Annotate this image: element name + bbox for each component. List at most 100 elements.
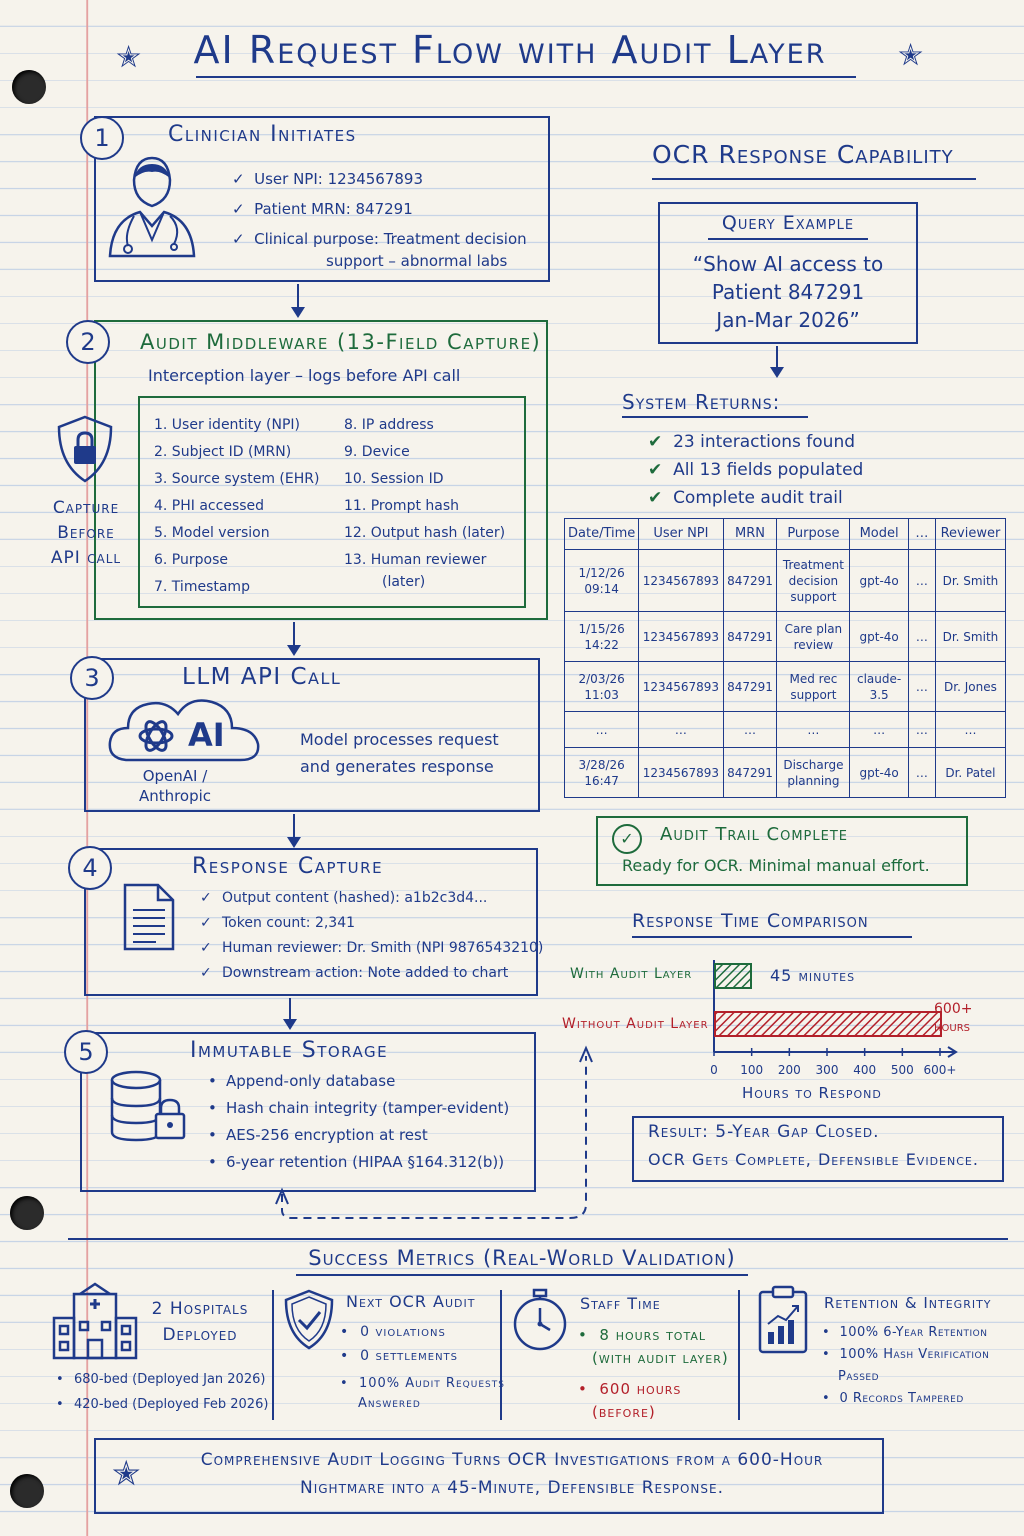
footer-box xyxy=(94,1438,884,1514)
append-only-item: Append-only database xyxy=(204,1072,509,1090)
check-icon: ✔ xyxy=(648,488,663,508)
hospital-icon xyxy=(52,1282,138,1360)
step4-title: Response Capture xyxy=(192,854,384,879)
result-line-1: Result: 5-Year Gap Closed. xyxy=(648,1122,880,1142)
field-7: 7. Timestamp xyxy=(154,579,250,595)
x-tick-label: 100 xyxy=(740,1063,763,1077)
col-model: Model xyxy=(849,518,909,550)
step2-box xyxy=(94,320,548,620)
category-without-label: Without Audit Layer xyxy=(562,1016,709,1032)
punch-hole-middle xyxy=(10,1196,44,1230)
metric3-title: Staff Time xyxy=(580,1294,661,1313)
metric-divider-2 xyxy=(500,1290,502,1420)
chart-title-underline xyxy=(632,936,912,938)
field-12: 12. Output hash (later) xyxy=(344,525,506,541)
query-text: “Show AI access to Patient 847291 Jan-Ma… xyxy=(692,252,884,332)
arrow-3-4 xyxy=(287,814,301,848)
query-title-underline xyxy=(708,238,868,240)
step3-title: LLM API Call xyxy=(182,664,342,690)
step1-item-npi: ✓ User NPI: 1234567893 xyxy=(232,170,424,188)
category-with-label: With Audit Layer xyxy=(570,966,693,982)
capture-before-label: Capture Before API call xyxy=(50,498,122,568)
ocr-heading: OCR Response Capability xyxy=(652,140,954,169)
hospital-420-item: 420-bed (Deployed Feb 2026) xyxy=(52,1397,268,1412)
x-tick-label: 600+ xyxy=(924,1063,957,1077)
hash-verification-item: • 100% Hash Verification xyxy=(822,1347,990,1362)
token-count-item: Token count: 2,341 xyxy=(200,915,543,931)
punch-hole-top xyxy=(12,70,46,104)
title-underline xyxy=(196,76,856,78)
step1-item-mrn: ✓ Patient MRN: 847291 xyxy=(232,200,413,218)
check-icon: ✔ xyxy=(648,432,663,452)
settlements-item: • 0 settlements xyxy=(340,1348,459,1364)
audit-results-table: Date/Time User NPI MRN Purpose Model … R… xyxy=(563,518,1007,798)
arrow-query-returns xyxy=(770,346,784,378)
field-9: 9. Device xyxy=(344,444,410,460)
value-label-without: 600+ hours xyxy=(934,1001,973,1035)
step1-item-purpose-cont: support – abnormal labs xyxy=(326,252,508,270)
retention-rate-item: • 100% 6-Year Retention xyxy=(822,1325,988,1340)
star-icon-left: ✭ xyxy=(116,40,142,75)
field-6: 6. Purpose xyxy=(154,552,228,568)
field-1: 1. User identity (NPI) xyxy=(154,417,301,433)
col-mrn: MRN xyxy=(722,518,778,550)
staff-time-before-note: (before) xyxy=(592,1403,656,1421)
step5-box xyxy=(80,1032,536,1192)
bar-with-audit-layer xyxy=(714,963,752,989)
field-2: 2. Subject ID (MRN) xyxy=(154,444,292,460)
encryption-item: AES-256 encryption at rest xyxy=(204,1126,509,1144)
x-tick-label: 0 xyxy=(710,1063,718,1077)
metric-divider-1 xyxy=(272,1290,274,1420)
system-returns-underline xyxy=(622,416,808,418)
metric3-items: • 8 hours total (with audit layer) • 600… xyxy=(578,1324,729,1424)
audit-requests-item: • 100% Audit Requests xyxy=(340,1376,505,1391)
staff-time-with-item: • 8 hours total xyxy=(578,1326,706,1344)
ai-cloud-icon xyxy=(108,699,260,762)
metrics-separator xyxy=(68,1238,1008,1240)
downstream-action-item: Downstream action: Note added to chart xyxy=(200,965,543,981)
shield-lock-icon xyxy=(57,415,113,483)
hospital-680-item: 680-bed (Deployed Jan 2026) xyxy=(52,1372,268,1387)
field-3: 3. Source system (EHR) xyxy=(154,471,320,487)
table-header-row: Date/Time User NPI MRN Purpose Model … R… xyxy=(563,518,1007,550)
check-icon: ✔ xyxy=(648,460,663,480)
col-purpose: Purpose xyxy=(776,518,851,550)
x-tick-label: 500 xyxy=(891,1063,914,1077)
clipboard-chart-icon xyxy=(758,1285,808,1354)
return-item-3: ✔ Complete audit trail xyxy=(648,488,843,508)
footer-text: Comprehensive Audit Logging Turns OCR In… xyxy=(200,1450,824,1498)
arrow-1-2 xyxy=(291,284,305,318)
human-reviewer-item: Human reviewer: Dr. Smith (NPI 987654321… xyxy=(200,940,543,956)
step3-box xyxy=(84,658,540,812)
metric2-title: Next OCR Audit xyxy=(346,1292,476,1311)
field-11: 11. Prompt hash xyxy=(344,498,460,514)
staff-time-before-item: • 600 hours xyxy=(578,1380,682,1398)
retention-item: 6-year retention (HIPAA §164.312(b)) xyxy=(204,1153,509,1171)
system-returns-list: ✔ 23 interactions found ✔ All 13 fields … xyxy=(648,428,863,512)
metric2-items: • 0 violations • 0 settlements • 100% Au… xyxy=(340,1320,505,1414)
hash-verification-cont: Passed xyxy=(838,1369,880,1384)
step1-number: 1 xyxy=(80,116,124,160)
step2-fields-left: 1. User identity (NPI) 2. Subject ID (MR… xyxy=(154,412,319,601)
clinician-icon xyxy=(108,156,196,258)
col-datetime: Date/Time xyxy=(563,518,640,550)
arrow-4-5 xyxy=(283,998,297,1030)
query-example-title: Query Example xyxy=(721,212,855,234)
step3-number: 3 xyxy=(70,656,114,700)
audit-complete-text: Ready for OCR. Minimal manual effort. xyxy=(622,856,930,875)
return-item-2: ✔ All 13 fields populated xyxy=(648,460,864,480)
step5-number: 5 xyxy=(64,1030,108,1074)
footer-star-icon: ✭ xyxy=(112,1454,141,1494)
step1-box xyxy=(94,116,550,282)
x-tick-label: 200 xyxy=(778,1063,801,1077)
table-row: … … … … … … … xyxy=(563,711,1007,748)
step2-fields-box xyxy=(138,396,526,608)
metric4-items: • 100% 6-Year Retention • 100% Hash Veri… xyxy=(822,1322,989,1410)
dashed-return-arrow xyxy=(275,1045,593,1219)
step4-number: 4 xyxy=(68,846,112,890)
step2-fields-right: 8. IP address 9. Device 10. Session ID 1… xyxy=(344,412,505,590)
